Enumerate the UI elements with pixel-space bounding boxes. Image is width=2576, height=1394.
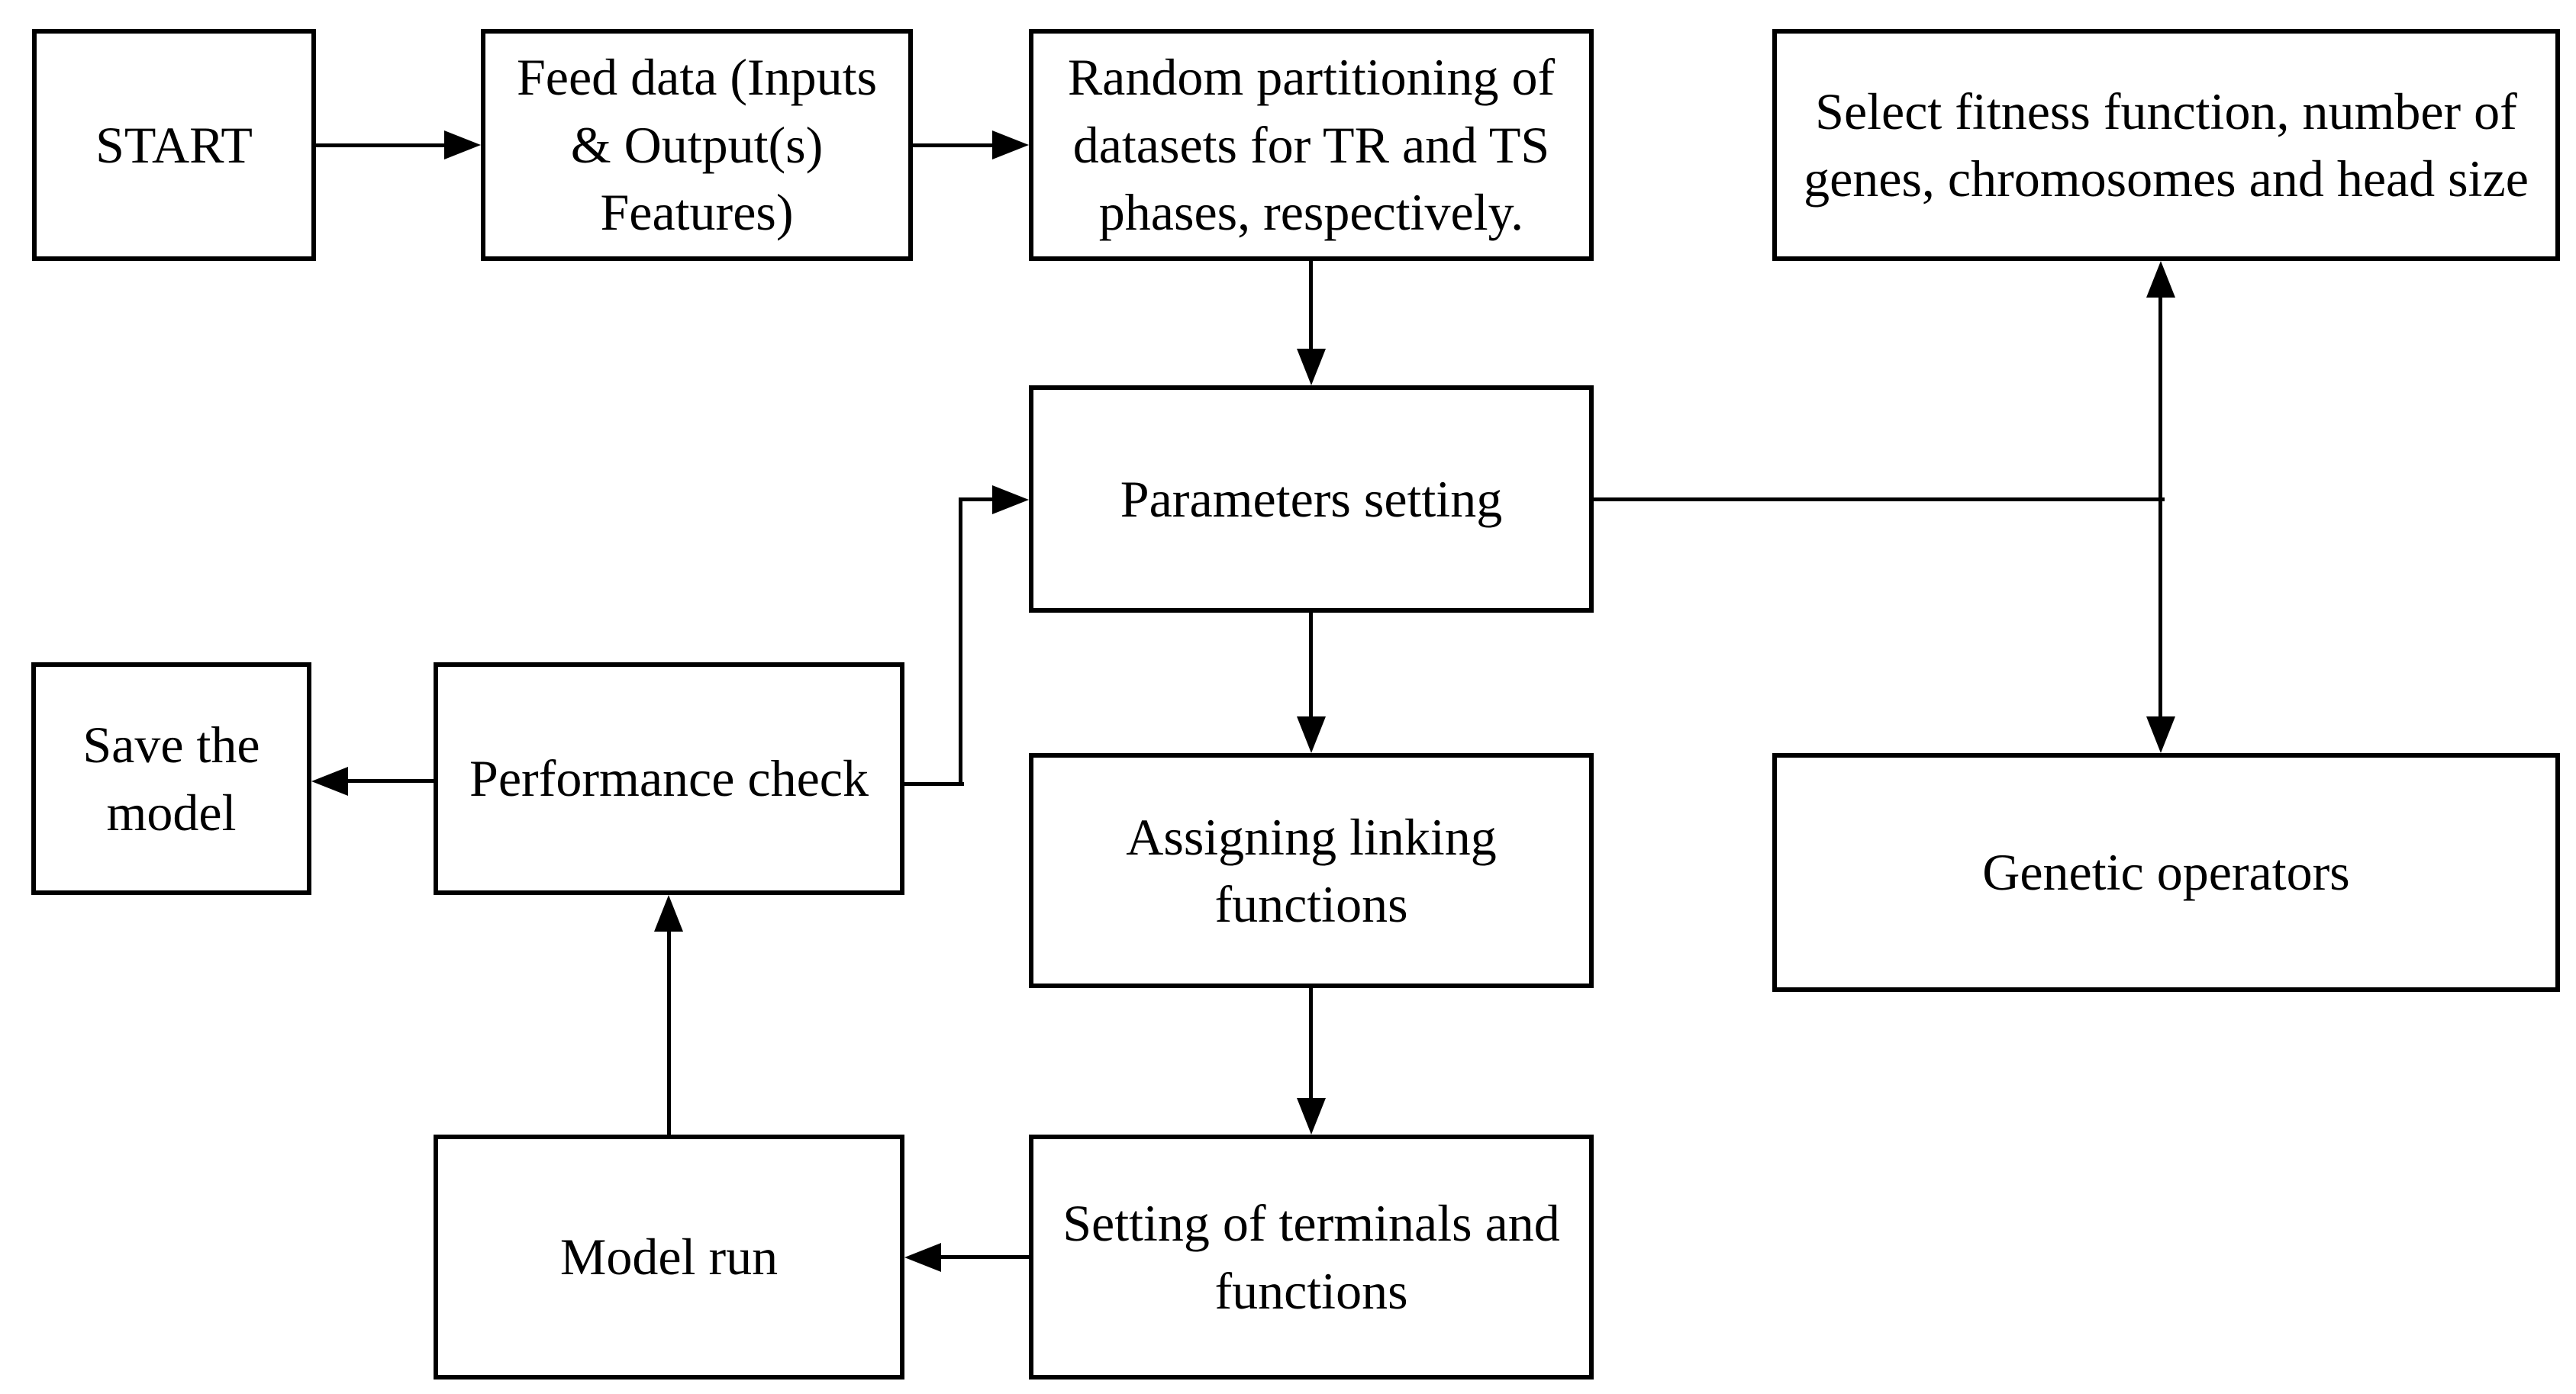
arrow-params-to-assign-line xyxy=(1309,613,1313,718)
node-parameters-setting: Parameters setting xyxy=(1029,385,1594,613)
node-performance-check: Performance check xyxy=(434,662,904,895)
node-parameters-setting-label: Parameters setting xyxy=(1120,469,1503,528)
node-select-fitness-label: Select fitness function, number of genes… xyxy=(1804,82,2529,208)
arrow-random-to-params-head xyxy=(1297,349,1326,385)
node-model-run-label: Model run xyxy=(559,1228,779,1286)
node-feed-data-label: Feed data (Inputs & Output(s) Features) xyxy=(516,48,878,242)
node-genetic-operators-label: Genetic operators xyxy=(1982,843,2350,902)
arrow-random-to-params-line xyxy=(1309,261,1313,351)
node-assigning-linking: Assigning linking functions xyxy=(1029,753,1594,988)
trunk-vertical-line xyxy=(2158,296,2162,718)
arrow-terminals-to-modelrun-line xyxy=(939,1255,1029,1259)
node-setting-terminals-label: Setting of terminals and functions xyxy=(1062,1194,1560,1320)
node-start-label: START xyxy=(95,115,253,174)
node-save-model: Save the model xyxy=(31,662,311,895)
arrow-trunk-to-select-head xyxy=(2146,261,2175,298)
node-random-partitioning-label: Random partitioning of datasets for TR a… xyxy=(1067,48,1556,242)
arrow-start-to-feed-head xyxy=(444,130,481,159)
arrow-perf-to-save-line xyxy=(346,779,434,783)
node-select-fitness: Select fitness function, number of genes… xyxy=(1772,29,2560,261)
arrow-modelrun-to-perf-head xyxy=(654,895,683,932)
arrow-feed-to-random-line xyxy=(913,143,995,147)
elbow-perf-to-params-vertical xyxy=(959,497,962,786)
arrow-trunk-to-genetic-head xyxy=(2146,716,2175,753)
elbow-perf-to-params-head xyxy=(992,485,1029,514)
arrow-assign-to-terminals-head xyxy=(1297,1098,1326,1135)
node-start: START xyxy=(32,29,316,261)
elbow-perf-to-params-top xyxy=(959,497,995,501)
node-model-run: Model run xyxy=(434,1135,904,1380)
elbow-perf-to-params-stub xyxy=(904,782,964,786)
arrow-feed-to-random-head xyxy=(992,130,1029,159)
line-params-to-trunk xyxy=(1594,497,2165,501)
arrow-start-to-feed-line xyxy=(316,143,447,147)
node-feed-data: Feed data (Inputs & Output(s) Features) xyxy=(481,29,913,261)
arrow-terminals-to-modelrun-head xyxy=(904,1243,941,1272)
arrow-perf-to-save-head xyxy=(311,767,348,796)
node-performance-check-label: Performance check xyxy=(469,749,869,808)
arrow-modelrun-to-perf-line xyxy=(667,929,671,1135)
node-random-partitioning: Random partitioning of datasets for TR a… xyxy=(1029,29,1594,261)
node-setting-terminals: Setting of terminals and functions xyxy=(1029,1135,1594,1380)
arrow-assign-to-terminals-line xyxy=(1309,988,1313,1099)
node-genetic-operators: Genetic operators xyxy=(1772,753,2560,992)
node-save-model-label: Save the model xyxy=(82,716,260,842)
arrow-params-to-assign-head xyxy=(1297,716,1326,753)
node-assigning-linking-label: Assigning linking functions xyxy=(1126,807,1497,933)
